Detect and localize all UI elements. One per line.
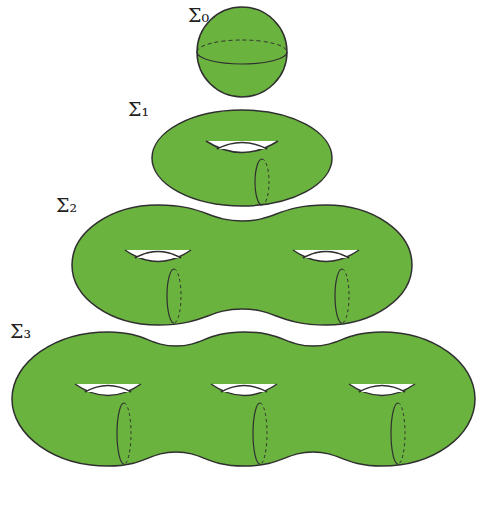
surface-label: Σ₁: [128, 100, 149, 119]
torus: [152, 110, 332, 206]
genus-three-surface: [12, 332, 475, 466]
sphere: [197, 7, 287, 97]
genus-two-surface: [72, 205, 412, 325]
surface-label: Σ₂: [56, 196, 77, 215]
surface-label: Σ₀: [188, 6, 209, 25]
surface-label: Σ₃: [10, 322, 31, 341]
